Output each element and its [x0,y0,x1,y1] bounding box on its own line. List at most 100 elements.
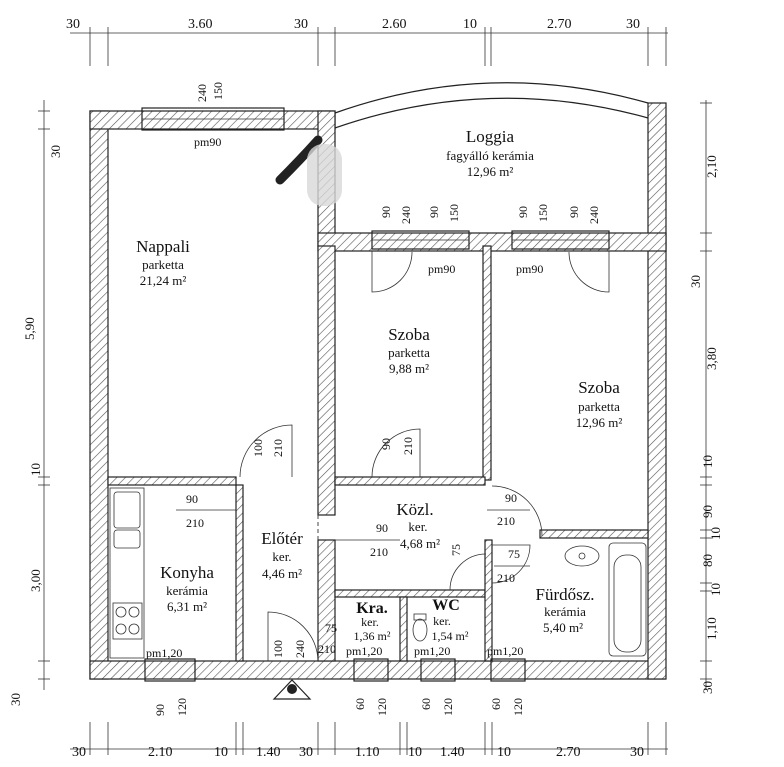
dim-right-5: 10 [708,527,723,540]
room-name-wc: WC [432,597,460,614]
loggia-wall-bottom [317,232,667,252]
dim-left-4: 30 [8,693,23,706]
room-name-kozl: Közl. [396,500,433,519]
label-pm120-wc: pm1,20 [414,644,450,658]
room-material-wc: ker. [433,614,451,628]
dim-right-8: 1,10 [704,617,719,640]
label-60-kamra-win: 60 [353,698,367,710]
dim-right-7: 10 [708,583,723,596]
dim-top-1: 3.60 [188,17,213,32]
label-pm90-nappali: pm90 [194,135,221,149]
top-dimension-labels: 30 3.60 30 2.60 10 2.70 30 [66,17,640,32]
room-nappali: Nappali parketta 21,24 m² [136,237,190,288]
room-area-furdo: 5,40 m² [543,620,583,635]
dim-bottom-5: 1.10 [355,745,380,760]
room-material-eloter: ker. [272,549,291,564]
kitchen-counter [109,487,145,659]
label-120-kamra-win: 120 [375,698,389,716]
label-60-wc-win: 60 [419,698,433,710]
dim-top-3: 2.60 [382,17,407,32]
dim-bottom-10: 30 [630,745,644,760]
room-material-loggia: fagyálló kerámia [446,148,534,163]
dim-top-6: 30 [626,17,640,32]
door-arc-szoba1-b [371,428,421,478]
window-konyha [144,658,196,682]
label-100-nappali: 100 [251,439,265,457]
label-210-nappali: 210 [271,439,285,457]
label-pm120-konyha: pm1,20 [146,646,182,660]
dim-bottom-0: 30 [72,745,86,760]
room-name-eloter: Előtér [261,529,303,548]
label-90-loggia-b: 90 [427,206,441,218]
dim-bottom-7: 1.40 [440,745,465,760]
dim-left-2: 10 [28,463,43,476]
label-210-szoba1: 210 [401,437,415,455]
dim-right-2: 3,80 [704,347,719,370]
dim-left-1: 5,90 [22,317,37,340]
dim-right-9: 30 [700,681,715,694]
room-material-kamra: ker. [361,615,379,629]
dim-top-2: 30 [294,17,308,32]
room-name-konyha: Konyha [160,563,214,582]
label-210-kamra: 210 [318,642,336,656]
room-area-kamra: 1,36 m² [354,629,391,643]
konyha-eloter-wall [235,484,244,662]
dim-top-0: 30 [66,17,80,32]
nappali-szoba-wall [317,245,336,516]
label-240-bejarat: 240 [293,640,307,658]
outer-wall-bottom [89,660,666,680]
doors [239,251,610,662]
bathroom-fixtures [564,542,647,657]
room-loggia: Loggia fagyálló kerámia 12,96 m² [446,127,534,179]
room-name-szoba1: Szoba [388,325,430,344]
label-75-wc: 75 [449,544,463,556]
label-90-eloter: 90 [376,521,388,535]
wc-furdo-wall [484,539,493,662]
nappali-szoba-wall-lower [317,539,336,662]
room-szoba2: Szoba parketta 12,96 m² [576,378,623,430]
label-150-loggia-b: 150 [447,204,461,222]
label-240-loggia-a: 240 [399,206,413,224]
room-area-loggia: 12,96 m² [467,164,514,179]
kozl-bottom-wall [334,589,486,598]
room-material-szoba2: parketta [578,399,620,414]
door-arc-bejarat [267,611,319,662]
label-90-konyha-win: 90 [153,704,167,716]
room-eloter: Előtér ker. 4,46 m² [261,529,303,581]
room-material-kozl: ker. [408,519,427,534]
label-150-nappali: 150 [211,82,225,100]
room-szoba1: Szoba parketta 9,88 m² [388,325,430,376]
szoba-kozl-wall [334,476,486,486]
label-75-furdo: 75 [508,547,520,561]
dim-bottom-9: 2.70 [556,745,581,760]
dim-left-0: 30 [48,145,63,158]
room-area-eloter: 4,46 m² [262,566,302,581]
windows [141,107,610,682]
room-wc: WC ker. 1,54 m² [432,597,469,643]
opening-labels: pm90 pm90 pm90 pm1,20 pm1,20 pm1,20 pm1,… [146,82,601,716]
label-90-konyha: 90 [186,492,198,506]
room-area-kozl: 4,68 m² [400,536,440,551]
room-area-wc: 1,54 m² [432,629,469,643]
bathtub [608,542,647,657]
room-konyha: Konyha kerámia 6,31 m² [160,563,214,614]
door-arc-kozl [491,485,543,537]
window-furdo [490,658,526,682]
label-210-kozl: 210 [497,514,515,528]
dim-bottom-3: 1.40 [256,745,281,760]
label-90-loggia-c: 90 [516,206,530,218]
label-120-furdo-win: 120 [511,698,525,716]
label-210-konyha: 210 [186,516,204,530]
window-kamra [353,658,389,682]
loggia-arch-inner [334,97,649,129]
right-dimension-labels: 2,10 30 3,80 10 90 10 80 10 1,10 30 [688,155,723,694]
room-name-szoba2: Szoba [578,378,620,397]
dim-top-4: 10 [463,17,477,32]
smudge-mark [307,144,342,206]
room-material-szoba1: parketta [388,345,430,360]
bottom-dimension-labels: 30 2.10 10 1.40 30 1.10 10 1.40 10 2.70 … [72,745,644,760]
room-area-konyha: 6,31 m² [167,599,207,614]
outer-wall-left [89,110,109,680]
label-pm120-kamra: pm1,20 [346,644,382,658]
room-furdo: Fürdősz. kerámia 5,40 m² [535,585,594,635]
